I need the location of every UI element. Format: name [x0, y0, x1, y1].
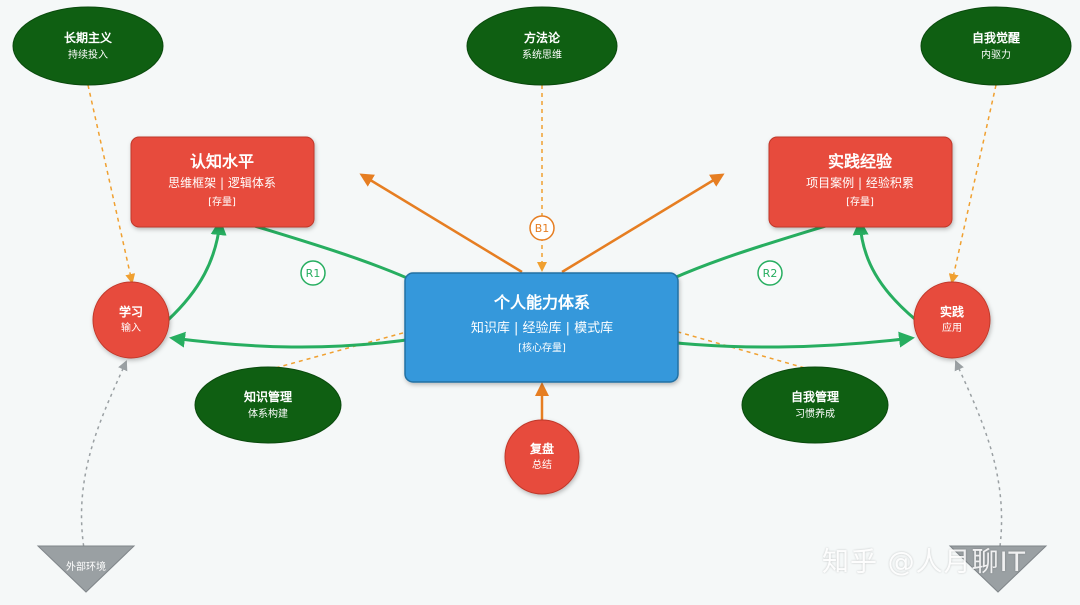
node-longterm-title: 长期主义 [64, 30, 113, 45]
loop-r2: R2 [757, 260, 783, 286]
node-practice-exp-tag: [存量] [846, 195, 874, 208]
node-practice-app: 实践 应用 [913, 281, 991, 359]
node-cognition-tag: [存量] [208, 195, 236, 208]
node-review-line2: 总结 [532, 458, 552, 471]
arrow-external-left [80, 360, 128, 561]
node-center-sub: 知识库 | 经验库 | 模式库 [471, 320, 613, 336]
loop-r2-label: R2 [763, 267, 778, 280]
node-learning-line1: 学习 [119, 304, 143, 319]
node-practice-app-line2: 应用 [942, 321, 962, 334]
node-practice-exp-title: 实践经验 [828, 152, 893, 171]
node-cognition: 认知水平 思维框架 | 逻辑体系 [存量] [130, 136, 315, 228]
node-practice-exp: 实践经验 项目案例 | 经验积累 [存量] [768, 136, 953, 228]
node-cognition-sub: 思维框架 | 逻辑体系 [168, 176, 276, 190]
node-self-mgmt: 自我管理 习惯养成 [741, 366, 889, 444]
arrow-learning-to-cognition [166, 219, 227, 322]
node-learning: 学习 输入 [92, 281, 170, 359]
node-review: 复盘 总结 [504, 419, 580, 495]
node-methodology-title: 方法论 [524, 30, 561, 45]
arrow-center-to-learning [169, 331, 421, 349]
node-self-mgmt-sub: 习惯养成 [795, 407, 835, 420]
node-external-right [948, 545, 1048, 593]
node-learning-line2: 输入 [121, 321, 141, 334]
node-methodology: 方法论 系统思维 [466, 6, 618, 86]
node-cognition-title: 认知水平 [190, 152, 254, 171]
arrow-practice-app-to-exp [852, 219, 917, 322]
node-self-mgmt-title: 自我管理 [791, 389, 839, 404]
node-knowledge-mgmt-title: 知识管理 [243, 389, 292, 404]
node-longterm-sub: 持续投入 [68, 48, 108, 61]
arrow-awakening-to-practice [948, 84, 997, 284]
loop-b1-label: B1 [535, 222, 550, 235]
arrow-external-right [954, 360, 1003, 561]
node-center: 个人能力体系 知识库 | 经验库 | 模式库 [核心存量] [404, 272, 679, 383]
node-external-label: 外部环境 [66, 560, 106, 573]
loop-b1: B1 [529, 215, 555, 241]
node-awakening: 自我觉醒 内驱力 [920, 6, 1072, 86]
arrow-center-to-upper-right [561, 173, 725, 274]
node-external-left: 外部环境 [36, 545, 136, 593]
arrow-center-to-upper-left [359, 173, 523, 274]
node-knowledge-mgmt-sub: 体系构建 [248, 407, 288, 420]
watermark: 知乎 @人月聊IT [822, 547, 1027, 578]
node-awakening-sub: 内驱力 [981, 48, 1011, 61]
node-longterm: 长期主义 持续投入 [12, 6, 164, 86]
node-awakening-title: 自我觉醒 [972, 30, 1020, 45]
node-review-line1: 复盘 [529, 441, 554, 456]
node-center-tag: [核心存量] [518, 341, 566, 354]
loop-r1-label: R1 [306, 267, 321, 280]
loop-r1: R1 [300, 260, 326, 286]
node-practice-exp-sub: 项目案例 | 经验积累 [806, 175, 914, 190]
node-practice-app-line1: 实践 [940, 304, 964, 319]
node-knowledge-mgmt: 知识管理 体系构建 [194, 366, 342, 444]
arrow-longterm-to-learning [87, 84, 136, 284]
node-methodology-sub: 系统思维 [522, 48, 562, 61]
node-center-title: 个人能力体系 [493, 293, 590, 312]
